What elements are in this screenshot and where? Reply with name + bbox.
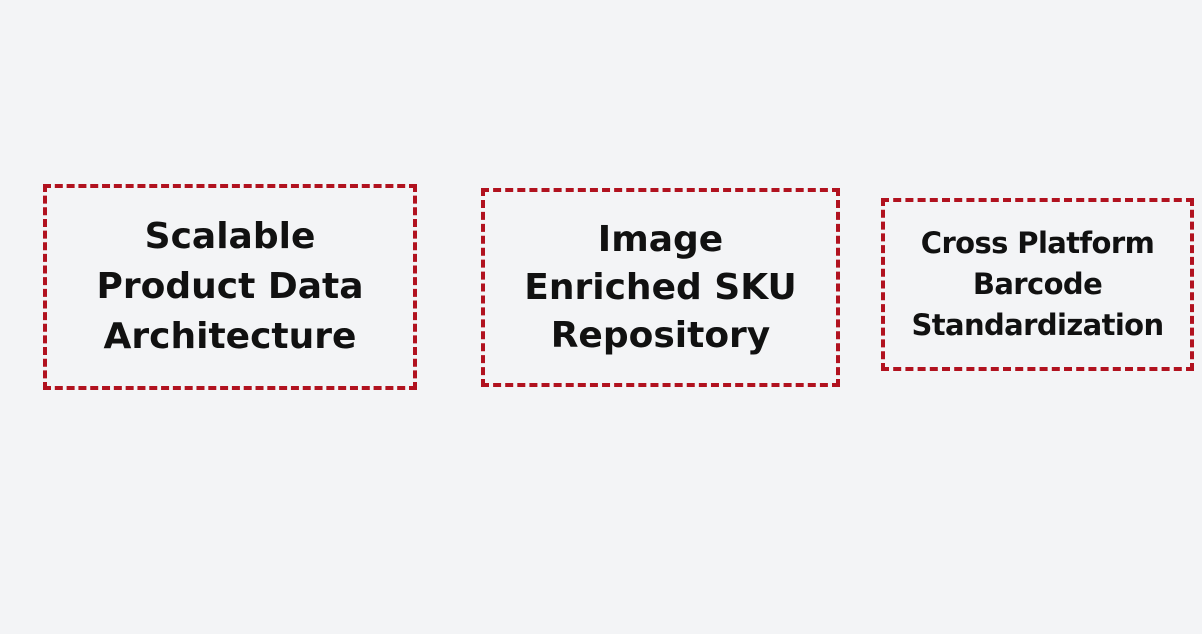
card-title: Image Enriched SKU Repository bbox=[485, 216, 836, 360]
card-title-line: Architecture bbox=[103, 316, 357, 357]
card-title-line: Cross Platform bbox=[920, 226, 1155, 260]
card-title-line: Repository bbox=[550, 314, 771, 356]
card-image-enriched-sku-repository: Image Enriched SKU Repository bbox=[481, 188, 840, 387]
card-title-line: Barcode bbox=[972, 267, 1103, 301]
card-title-line: Product Data bbox=[96, 266, 364, 307]
card-title-line: Standardization bbox=[911, 308, 1164, 342]
card-title-line: Enriched SKU bbox=[524, 266, 797, 308]
card-title: Scalable Product Data Architecture bbox=[47, 212, 413, 362]
card-title-line: Image bbox=[597, 218, 724, 260]
card-title: Cross Platform Barcode Standardization bbox=[885, 223, 1190, 346]
card-cross-platform-barcode-standardization: Cross Platform Barcode Standardization bbox=[881, 198, 1194, 371]
card-scalable-product-data-architecture: Scalable Product Data Architecture bbox=[43, 184, 417, 390]
card-title-line: Scalable bbox=[144, 216, 316, 257]
